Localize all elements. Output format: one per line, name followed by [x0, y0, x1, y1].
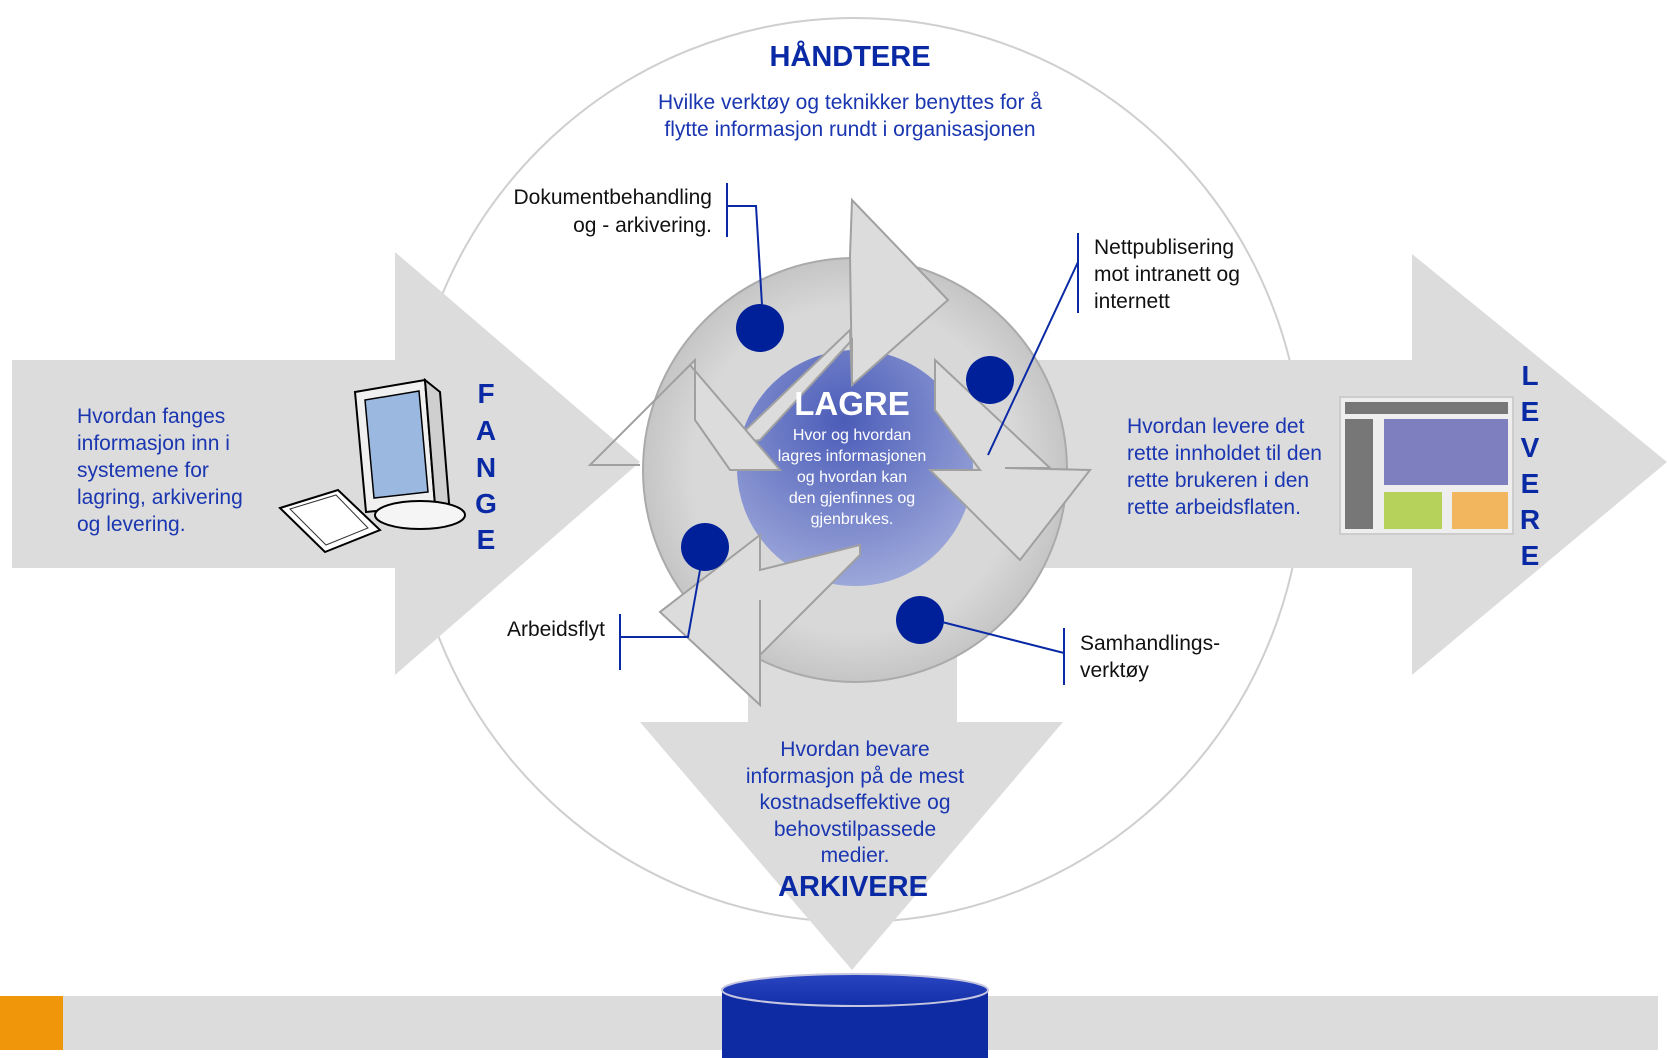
fange-desc-line: Hvordan fanges: [77, 405, 225, 428]
levere-desc-line: rette arbeidsflaten.: [1127, 496, 1301, 519]
levere-letter: E: [1521, 396, 1540, 427]
fange-desc-line: systemene for: [77, 459, 209, 482]
levere-desc-line: Hvordan levere det: [1127, 415, 1305, 438]
nett-label: Nettpublisering mot intranett og interne…: [1094, 236, 1240, 313]
nett-label-line: internett: [1094, 290, 1170, 313]
samhandling-label-line: verktøy: [1080, 659, 1149, 682]
fange-letter: N: [476, 452, 496, 483]
samhandling-label-line: Samhandlings-: [1080, 632, 1220, 655]
cycle-arrows: [587, 197, 1093, 708]
levere-letter: E: [1521, 540, 1540, 571]
levere-label: L E V E R E: [1520, 360, 1540, 571]
lagre-desc-line: og hvordan kan: [797, 469, 907, 486]
lagre-desc-line: Hvor og hvordan: [793, 427, 911, 444]
arbeidsflyt-dot: [681, 523, 729, 571]
dokument-label-line: og - arkivering.: [573, 214, 712, 237]
haandtere-desc-line1: Hvilke verktøy og teknikker benyttes for…: [658, 91, 1042, 114]
fange-label: F A N G E: [475, 378, 497, 555]
nett-callout-line: [987, 233, 1079, 456]
lagre-title: LAGRE: [794, 385, 910, 422]
dokument-label-line: Dokumentbehandling: [514, 186, 712, 209]
dokument-label: Dokumentbehandling og - arkivering.: [514, 186, 712, 237]
lagre-desc-line: den gjenfinnes og: [789, 490, 915, 507]
samhandling-callout-line: [941, 621, 1065, 685]
levere-letter: R: [1520, 504, 1540, 535]
samhandling-label: Samhandlings- verktøy: [1080, 632, 1220, 682]
arkivere-desc-line: informasjon på de mest: [746, 765, 964, 788]
fange-desc: Hvordan fanges informasjon inn i systeme…: [77, 405, 243, 536]
fange-desc-line: lagring, arkivering: [77, 486, 243, 509]
dokument-callout-line: [726, 183, 763, 306]
footer-accent: [0, 996, 63, 1050]
fange-letter: G: [475, 488, 497, 519]
samhandling-dot: [896, 596, 944, 644]
arkivere-desc-line: kostnadseffektive og: [759, 791, 950, 814]
lagre-desc-line: lagres informasjonen: [778, 448, 927, 465]
arkivere-desc-line: behovstilpassede: [774, 818, 936, 841]
arbeidsflyt-callout-line: [619, 569, 701, 670]
fange-letter: A: [476, 415, 496, 446]
levere-letter: E: [1521, 468, 1540, 499]
nett-label-line: Nettpublisering: [1094, 236, 1234, 259]
levere-letter: V: [1521, 432, 1540, 463]
fange-letter: F: [477, 378, 494, 409]
arkivere-title: ARKIVERE: [778, 871, 928, 903]
lagre-center: [737, 350, 973, 586]
nett-dot: [966, 356, 1014, 404]
levere-desc-line: rette brukeren i den: [1127, 469, 1309, 492]
fange-desc-line: informasjon inn i: [77, 432, 230, 455]
levere-letter: L: [1521, 360, 1538, 391]
fange-desc-line: og levering.: [77, 513, 186, 536]
database-icon: [721, 973, 989, 1058]
lagre-desc-line: gjenbrukes.: [811, 511, 894, 528]
arkivere-arrow: [640, 615, 1063, 970]
fange-letter: E: [477, 524, 496, 555]
dokument-dot: [736, 304, 784, 352]
haandtere-desc-line2: flytte informasjon rundt i organisasjone…: [664, 118, 1035, 141]
fange-arrow: [12, 252, 640, 675]
haandtere-title: HÅNDTERE: [769, 40, 930, 73]
computer-icon: [278, 377, 466, 554]
levere-desc: Hvordan levere det rette innholdet til d…: [1127, 415, 1322, 519]
levere-desc-line: rette innholdet til den: [1127, 442, 1322, 465]
screen-layout-icon: [1339, 396, 1514, 535]
arkivere-desc-line: Hvordan bevare: [780, 738, 929, 761]
arkivere-desc: Hvordan bevare informasjon på de mest ko…: [746, 738, 964, 867]
lagre-desc: Hvor og hvordan lagres informasjonen og …: [778, 427, 927, 528]
nett-label-line: mot intranett og: [1094, 263, 1240, 286]
arkivere-desc-line: medier.: [821, 844, 890, 867]
arbeidsflyt-label: Arbeidsflyt: [507, 618, 605, 641]
